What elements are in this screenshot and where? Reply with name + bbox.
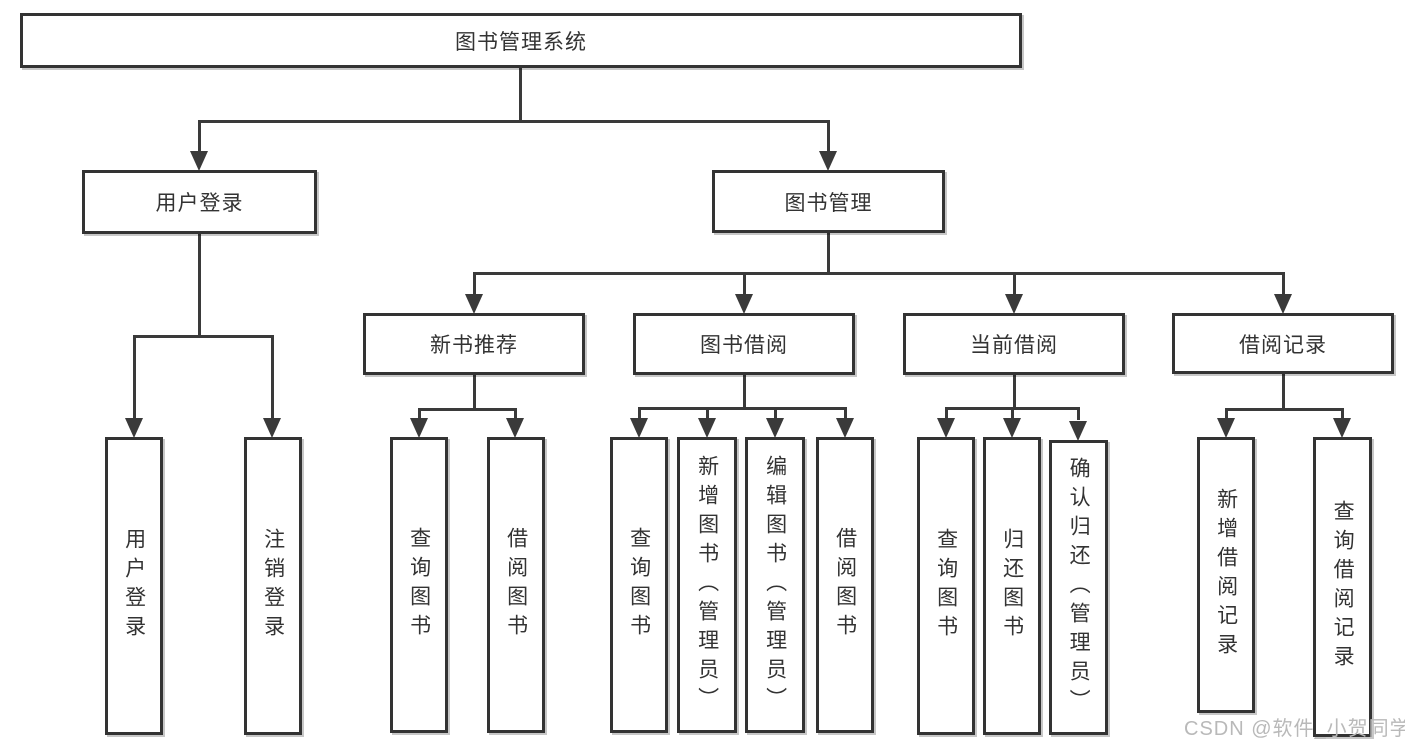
arrowhead-down-icon [1274,294,1292,314]
arrowhead-down-icon [1217,418,1235,438]
node-user-login: 用户登录 [82,170,317,234]
node-book-borrow: 图书借阅 [633,313,855,375]
arrowhead-down-icon [698,418,716,438]
csdn-watermark: CSDN @软件_小贺同学 [1184,718,1405,740]
arrowhead-down-icon [819,151,837,171]
connector-new-book-branch [418,408,517,411]
node-borrow-records: 借阅记录 [1172,313,1394,374]
connector-to-current-borrow [1013,272,1016,297]
node-label: 图书管理 [784,191,873,215]
connector-leaf-drop [514,408,517,420]
connector-to-user-login [198,120,201,154]
leaf-confirm-return-admin: 确认归还（管理员） [1049,440,1108,735]
connector-leaf-drop [706,407,709,420]
connector-book-borrow-branch [638,407,847,410]
node-label: 编辑图书（管理员） [763,454,787,716]
arrowhead-down-icon [766,418,784,438]
connector-book-borrow-drop [743,375,746,410]
node-label: 新书推荐 [430,334,518,357]
leaf-borrow-books: 借阅图书 [816,437,874,733]
connector-borrow-records-drop [1282,374,1285,411]
connector-leaf-drop [1341,408,1344,420]
arrowhead-down-icon [1005,294,1023,314]
leaf-borrow-books-recommend: 借阅图书 [487,437,545,733]
connector-current-borrow-drop [1013,375,1016,410]
node-label: 查询图书 [407,527,431,643]
connector-l3-branch [473,272,1285,275]
node-book-mgmt: 图书管理 [712,170,945,233]
connector-to-login-leaf [133,335,136,420]
node-label: 图书管理系统 [455,30,587,54]
leaf-query-books-current: 查询图书 [917,437,975,735]
node-label: 借阅图书 [504,527,528,643]
connector-to-book-borrow [743,272,746,297]
node-label: 查询图书 [627,527,651,643]
arrowhead-down-icon [735,294,753,314]
arrowhead-down-icon [190,151,208,171]
connector-leaf-drop [638,407,641,420]
connector-to-new-book [473,272,476,297]
node-label: 注销登录 [261,528,285,644]
connector-leaf-drop [418,408,421,420]
node-label: 查询借阅记录 [1331,500,1355,674]
connector-to-logout-leaf [271,335,274,420]
node-library-system: 图书管理系统 [20,13,1022,68]
node-new-book-recommend: 新书推荐 [363,313,585,375]
connector-new-book-drop [473,375,476,411]
connector-leaf-drop [774,407,777,420]
connector-leaf-drop [945,407,948,420]
arrowhead-down-icon [465,294,483,314]
leaf-edit-books-admin: 编辑图书（管理员） [745,437,805,733]
arrowhead-down-icon [506,418,524,438]
node-label: 确认归还（管理员） [1067,457,1091,718]
connector-leaf-drop [1225,408,1228,420]
node-label: 图书借阅 [700,334,788,357]
connector-leaf-drop [1077,407,1080,420]
connector-leaf-drop [844,407,847,420]
arrowhead-down-icon [125,418,143,438]
connector-book-mgmt-drop [827,233,830,275]
arrowhead-down-icon [836,418,854,438]
node-label: 新增图书（管理员） [695,454,719,716]
leaf-add-books-admin: 新增图书（管理员） [677,437,737,733]
node-label: 用户登录 [155,192,244,215]
connector-borrow-records-branch [1225,408,1344,411]
leaf-add-borrow-record: 新增借阅记录 [1197,437,1255,713]
node-current-borrow: 当前借阅 [903,313,1125,375]
connector-l2-branch [198,120,830,123]
node-label: 查询图书 [934,528,958,644]
connector-user-login-drop [198,234,201,338]
connector-to-book-mgmt [827,120,830,154]
node-label: 借阅记录 [1239,333,1327,357]
leaf-query-borrow-record: 查询借阅记录 [1313,437,1372,737]
arrowhead-down-icon [937,418,955,438]
leaf-return-books: 归还图书 [983,437,1041,735]
node-label: 新增借阅记录 [1214,488,1238,662]
arrowhead-down-icon [263,418,281,438]
leaf-user-login: 用户登录 [105,437,163,735]
arrowhead-down-icon [410,418,428,438]
arrowhead-down-icon [630,418,648,438]
leaf-logout: 注销登录 [244,437,302,735]
leaf-query-books-recommend: 查询图书 [390,437,448,733]
connector-root-drop [519,68,522,123]
connector-user-login-branch [133,335,274,338]
arrowhead-down-icon [1333,418,1351,438]
connector-leaf-drop [1011,407,1014,420]
arrowhead-down-icon [1069,421,1087,441]
node-label: 用户登录 [122,528,146,644]
connector-to-borrow-records [1282,272,1285,297]
arrowhead-down-icon [1003,418,1021,438]
leaf-query-books-borrow: 查询图书 [610,437,668,733]
node-label: 归还图书 [1000,528,1024,644]
node-label: 当前借阅 [970,334,1058,357]
node-label: 借阅图书 [833,527,857,643]
